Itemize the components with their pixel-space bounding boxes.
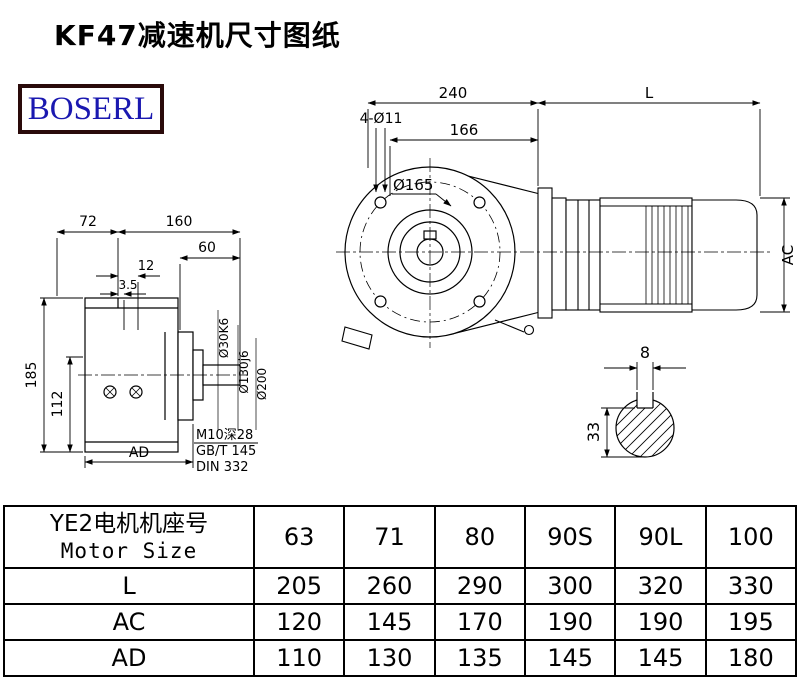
dim-bolt-holes-label: 4-Ø11 (360, 111, 403, 127)
shaft-section (615, 392, 675, 458)
table-cell: 145 (343, 603, 436, 641)
page-title: KF47减速机尺寸图纸 (54, 19, 341, 52)
dim-33-label: 33 (584, 422, 603, 442)
boserl-logo: BOSERL (18, 84, 164, 134)
row-label: L (3, 567, 255, 605)
table-row-AD: AD 110 130 135 145 145 180 (3, 639, 798, 677)
table-cell: 300 (523, 567, 617, 605)
table-cell: 170 (433, 603, 526, 641)
motor-fins (645, 206, 689, 304)
table-cell: 135 (433, 639, 526, 677)
table-row-AC: AC 120 145 170 190 190 195 (3, 603, 798, 641)
dim-d165-label: Ø165 (393, 176, 433, 194)
note-gb-label: GB/T 145 (196, 444, 256, 459)
dim-3-5-label: 3.5 (118, 278, 137, 292)
table-header-cell: 90L (614, 505, 707, 569)
dim-60-label: 60 (198, 240, 216, 256)
row-label: AD (3, 639, 255, 677)
table-cell: 260 (343, 567, 436, 605)
table-header-cell: 90S (523, 505, 617, 569)
table-cell: 330 (704, 567, 798, 605)
dim-166-label: 166 (450, 121, 479, 139)
table-cell: 145 (614, 639, 707, 677)
front-view-centerlines (336, 158, 772, 348)
motor-size-label-en: Motor Size (60, 538, 198, 563)
table-header-row: YE2电机机座号 Motor Size 63 71 80 90S 90L 100 (3, 505, 798, 569)
table-cell: 320 (614, 567, 707, 605)
front-view-dim-lines (367, 100, 790, 313)
dim-flange-dia-label: Ø200 (255, 368, 269, 400)
motor-size-table: YE2电机机座号 Motor Size 63 71 80 90S 90L 100… (3, 505, 798, 677)
table-cell: 290 (433, 567, 526, 605)
dim-112-label: 112 (50, 391, 66, 418)
table-cell: 180 (704, 639, 798, 677)
dim-AD-label: AD (129, 445, 149, 461)
note-din-label: DIN 332 (196, 460, 249, 475)
table-header-cell: 71 (343, 505, 436, 569)
dim-AC-label: AC (779, 245, 797, 265)
table-cell: 110 (252, 639, 346, 677)
dim-8-label: 8 (640, 343, 650, 362)
shaft-section-dim-lines (601, 362, 686, 458)
shaft-section-hatch (616, 399, 674, 457)
table-cell: 130 (343, 639, 436, 677)
dim-12-label: 12 (138, 259, 155, 274)
table-cell: 205 (252, 567, 346, 605)
dim-160-label: 160 (166, 214, 193, 230)
table-cell: 145 (523, 639, 617, 677)
table-header-cell: 80 (433, 505, 526, 569)
dim-spigot-dia-label: Ø130j6 (237, 350, 251, 393)
side-view-dim-lines (40, 229, 258, 468)
table-header-motor-size: YE2电机机座号 Motor Size (3, 505, 255, 569)
table-cell: 190 (614, 603, 707, 641)
row-label: AC (3, 603, 255, 641)
dim-240-label: 240 (439, 84, 468, 102)
dim-185-label: 185 (24, 362, 40, 389)
table-cell: 195 (704, 603, 798, 641)
dim-shaft-dia-label: Ø30K6 (217, 318, 231, 358)
table-cell: 120 (252, 603, 346, 641)
table-header-cell: 100 (704, 505, 798, 569)
table-header-cell: 63 (252, 505, 346, 569)
table-cell: 190 (523, 603, 617, 641)
motor-size-label-cn: YE2电机机座号 (49, 511, 209, 538)
dim-L-label: L (645, 84, 654, 102)
note-tap-label: M10深28 (196, 428, 253, 443)
table-row-L: L 205 260 290 300 320 330 (3, 567, 798, 605)
dim-72-label: 72 (79, 214, 97, 230)
technical-drawing: 240 L 166 4-Ø11 Ø165 AC (24, 84, 797, 475)
motor (537, 187, 758, 319)
